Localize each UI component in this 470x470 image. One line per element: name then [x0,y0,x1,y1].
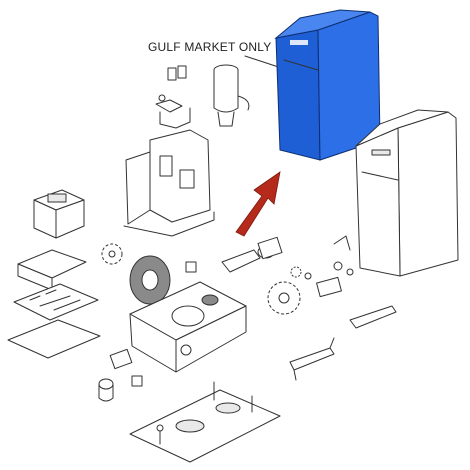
limit-bracket [316,276,342,298]
white-cover-top [355,109,449,147]
frame-slot-b [179,169,195,189]
connector-a [167,67,177,81]
limit-nut-b [346,268,354,276]
lock-clip [131,375,143,387]
cylinder-wire [237,95,250,111]
red-direction-arrow [235,171,281,237]
connector-parts [155,65,191,129]
frame-slot-a [159,155,173,177]
limit-lever [333,235,351,251]
frame-base [123,211,215,237]
base-nut [156,424,164,432]
board-base-plate [7,319,101,359]
lock-body [98,383,114,402]
motor-cylinder [213,64,250,127]
frame-inner [125,151,151,225]
washer [304,272,312,280]
white-cover-seam [361,171,399,181]
base-slot-a [175,419,205,433]
rack-bracket-b-tab [293,337,335,381]
shaft [221,249,261,273]
control-board [7,249,101,359]
limit-nut-a [333,261,343,271]
blue-gulf-cover [274,9,381,161]
spacer [185,261,197,273]
key-block [109,348,133,370]
standard-white-cover [355,109,459,277]
transformer-coil [47,193,67,203]
drive-shaft-assembly [221,236,312,315]
blue-cover-front [275,29,321,161]
release-lock [98,348,143,402]
blue-cover-top [274,9,371,39]
housing-bore [171,305,205,327]
limit-switch-parts [289,235,397,381]
motor-disc-hub [141,269,159,291]
board-components [29,289,81,311]
blue-cover-logo [290,40,308,45]
base-plate [129,389,281,463]
cylinder-body [213,70,239,113]
connector-b [177,65,187,79]
transformer [33,189,85,239]
white-cover-logo [371,149,391,156]
spring [290,266,302,278]
base-bolt-a [159,381,253,445]
cylinder-base [217,111,235,127]
mounting-base-plate [129,381,281,463]
housing-screw [180,344,192,356]
housing-side [175,305,247,373]
small-gear-hub [108,250,116,258]
white-cover-side [397,111,459,277]
housing-worm [201,294,219,306]
transformer-side [55,199,85,239]
drive-gear-hub [278,292,290,304]
chassis-frame [123,129,215,237]
lock-cylinder [98,378,114,390]
screw-a [158,94,166,102]
switch-block [155,99,183,113]
board-pcb [13,283,99,321]
switch-bracket [159,107,191,129]
gearbox-housing [129,281,247,373]
pinion-gears [101,243,197,305]
gulf-market-only-label: GULF MARKET ONLY [148,40,272,54]
rack-bracket-b [289,347,335,371]
shaft-block [257,236,283,260]
rack-bracket-a [349,305,397,329]
blue-cover-seam [283,59,319,71]
base-slot-b [215,402,241,414]
